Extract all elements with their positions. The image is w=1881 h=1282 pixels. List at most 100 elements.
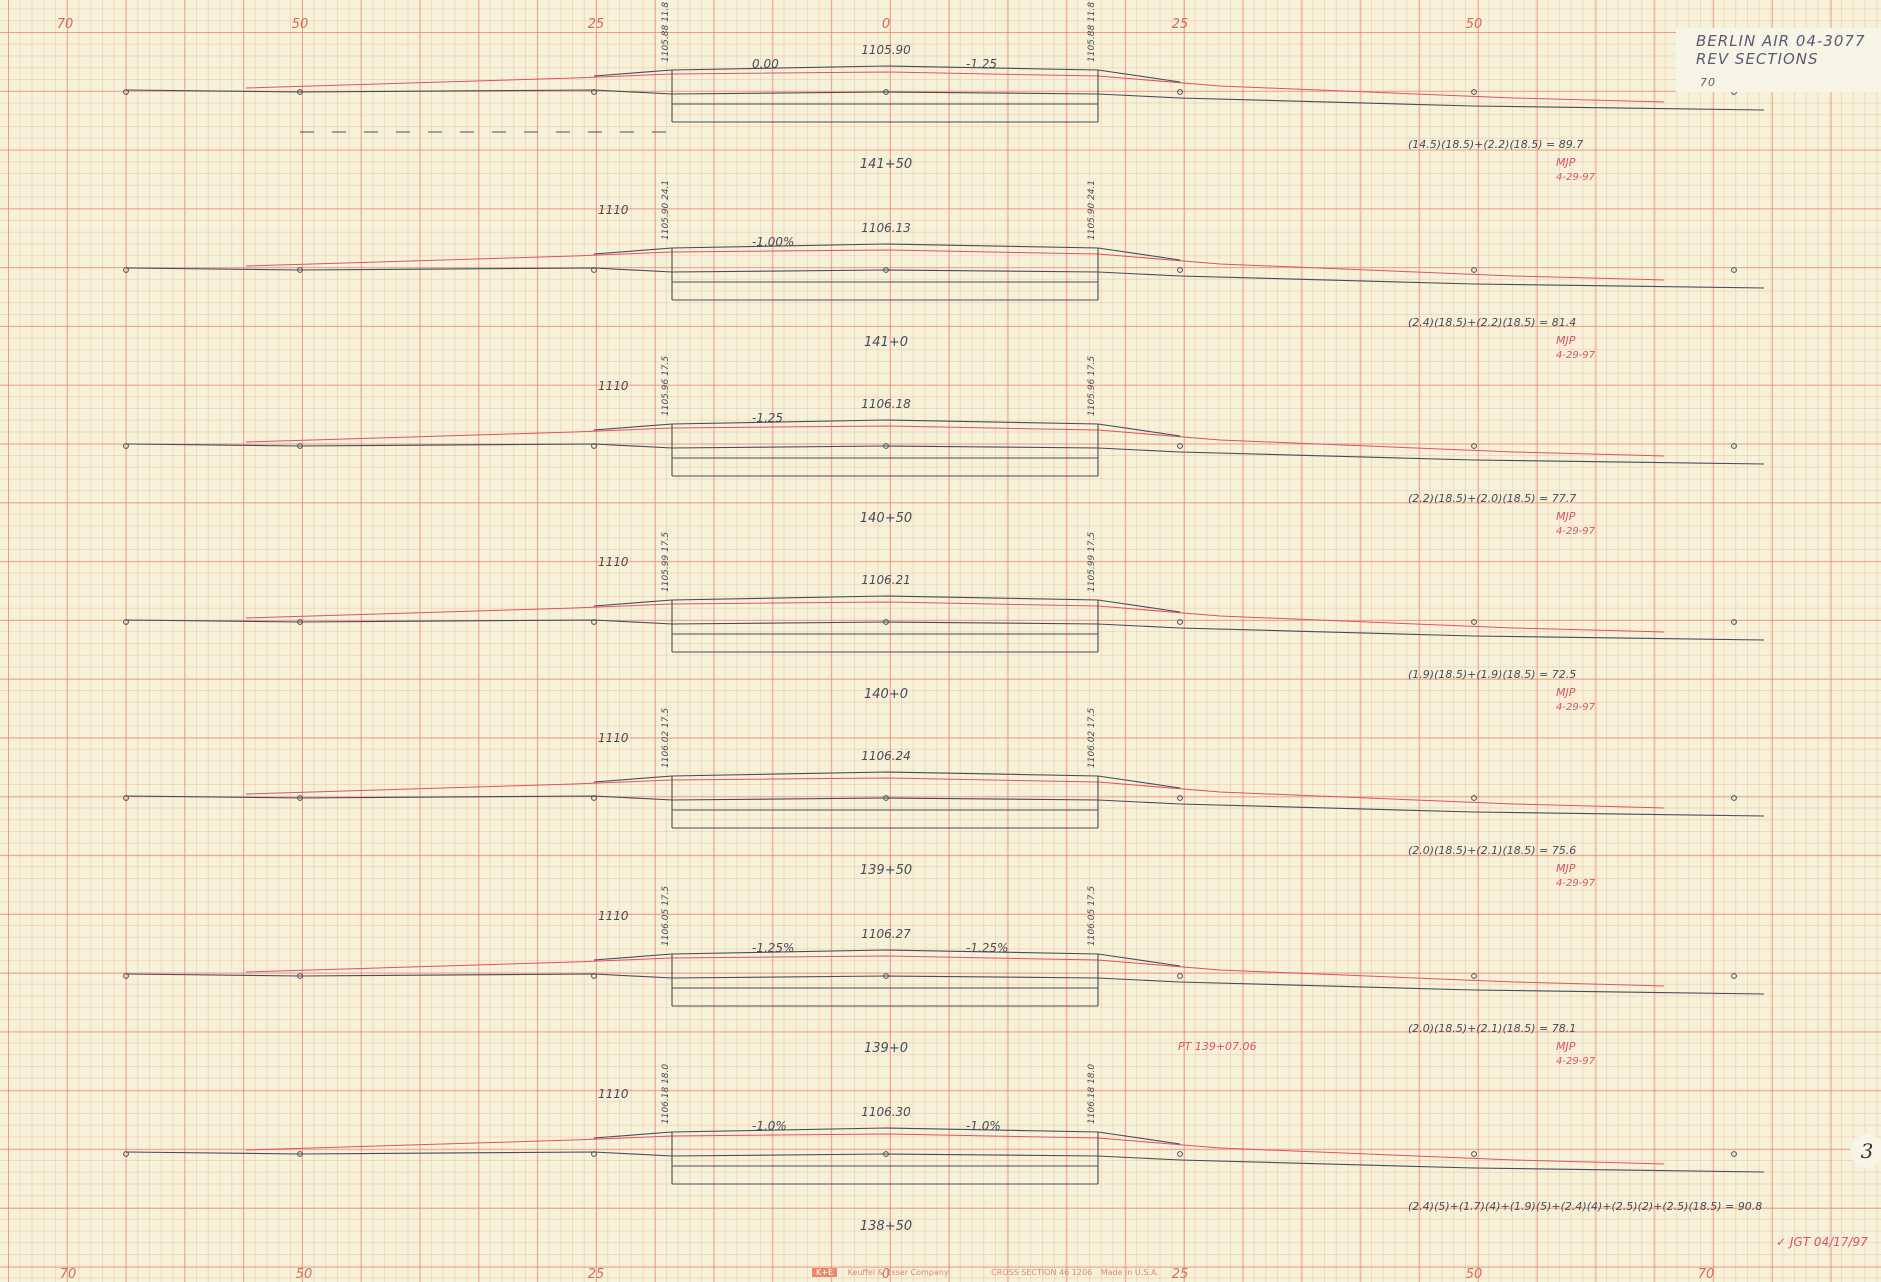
footer-brand: Keuffel & Esser Company xyxy=(847,1268,949,1277)
ke-logo: K+E xyxy=(812,1268,838,1277)
survey-point xyxy=(1731,443,1737,449)
elevation-gridline-label: 1110 xyxy=(598,379,629,393)
bottom-scale-label: 25 xyxy=(1172,1267,1189,1282)
survey-point xyxy=(1731,795,1737,801)
survey-point xyxy=(297,973,303,979)
area-calculation: (2.2)(18.5)+(2.0)(18.5) = 77.7 xyxy=(1408,492,1576,505)
centerline-elevation: 1105.90 xyxy=(861,43,911,57)
elevation-gridline-label: 1110 xyxy=(598,909,629,923)
proposed-grade-line xyxy=(245,601,1665,633)
title-scale-note: 70 xyxy=(1700,76,1716,89)
survey-point xyxy=(1177,795,1183,801)
checker-initials: MJP xyxy=(1556,156,1576,169)
cross-slope-left: -1.00% xyxy=(752,235,794,249)
footer-form: CROSS SECTION 46 1206 xyxy=(991,1268,1093,1277)
ground-line xyxy=(125,973,1765,995)
station-label: 138+50 xyxy=(860,1219,912,1234)
survey-point xyxy=(1471,89,1477,95)
station-label: 140+0 xyxy=(864,687,908,702)
elevation-gridline-label: 1110 xyxy=(598,731,629,745)
survey-point xyxy=(883,619,889,625)
pavement-top xyxy=(593,949,1181,967)
survey-point xyxy=(297,443,303,449)
survey-point xyxy=(1731,1151,1737,1157)
bottom-scale-label: 0 xyxy=(882,1267,890,1282)
centerline-elevation: 1106.27 xyxy=(861,927,911,941)
footer-made-in: Made in U.S.A. xyxy=(1100,1268,1159,1277)
survey-point xyxy=(1177,973,1183,979)
checker-initials: MJP xyxy=(1556,334,1576,347)
station-label: 141+0 xyxy=(864,335,908,350)
edge-elevation-right: 1106.02 17.5 xyxy=(1087,708,1097,768)
bottom-scale-label: 50 xyxy=(296,1267,313,1282)
station-label: 141+50 xyxy=(860,157,912,172)
edge-elevation-right: 1105.90 24.1 xyxy=(1087,180,1097,240)
centerline-elevation: 1106.24 xyxy=(861,749,911,763)
edge-elevation-left: 1105.90 24.1 xyxy=(661,180,671,240)
ground-line xyxy=(125,89,1765,111)
survey-point xyxy=(1177,619,1183,625)
survey-point xyxy=(1471,973,1477,979)
centerline-elevation: 1106.30 xyxy=(861,1105,911,1119)
cross-slope-left: -1.0% xyxy=(752,1119,787,1133)
survey-point xyxy=(591,267,597,273)
title-block xyxy=(1676,28,1881,92)
area-calculation: (2.4)(18.5)+(2.2)(18.5) = 81.4 xyxy=(1408,316,1576,329)
survey-point xyxy=(297,1151,303,1157)
survey-point xyxy=(1471,267,1477,273)
survey-point xyxy=(1177,1151,1183,1157)
survey-point xyxy=(883,443,889,449)
station-label: 139+0 xyxy=(864,1041,908,1056)
cross-slope-right: -1.0% xyxy=(966,1119,1001,1133)
ground-line xyxy=(125,443,1765,465)
edge-elevation-left: 1105.99 17.5 xyxy=(661,532,671,592)
check-date: 4-29-97 xyxy=(1556,878,1596,889)
edge-elevation-left: 1106.05 17.5 xyxy=(661,886,671,946)
check-date: 4-29-97 xyxy=(1556,702,1596,713)
survey-point xyxy=(123,973,129,979)
edge-elevation-left: 1105.88 11.8 xyxy=(661,2,671,62)
survey-point xyxy=(591,795,597,801)
top-scale-label: 50 xyxy=(292,17,309,32)
centerline-elevation: 1106.18 xyxy=(861,397,911,411)
proposed-grade-line xyxy=(245,1133,1665,1165)
survey-point xyxy=(1731,973,1737,979)
survey-point xyxy=(1471,1151,1477,1157)
station-label: 140+50 xyxy=(860,511,912,526)
survey-point xyxy=(123,795,129,801)
survey-point xyxy=(1177,267,1183,273)
bottom-scale-label: 70 xyxy=(1698,1267,1715,1282)
survey-point xyxy=(883,267,889,273)
proposed-grade-line xyxy=(245,955,1665,987)
edge-elevation-right: 1105.96 17.5 xyxy=(1087,356,1097,416)
bottom-scale-label: 70 xyxy=(60,1267,77,1282)
survey-point xyxy=(591,973,597,979)
check-date: 4-29-97 xyxy=(1556,350,1596,361)
survey-point xyxy=(591,1151,597,1157)
cross-slope-left: -1.25 xyxy=(752,411,783,425)
cross-slope-right: -1.25% xyxy=(966,941,1008,955)
paper-footer: K+E Keuffel & Esser Company CROSS SECTIO… xyxy=(812,1268,1159,1277)
pavement-top xyxy=(593,65,1181,83)
checker-initials: MJP xyxy=(1556,862,1576,875)
proposed-grade-line xyxy=(245,249,1665,281)
project-title: BERLIN AIR 04-3077 xyxy=(1696,32,1866,50)
survey-point xyxy=(123,267,129,273)
ground-line xyxy=(125,1151,1765,1173)
centerline-elevation: 1106.21 xyxy=(861,573,911,587)
survey-point xyxy=(297,89,303,95)
elevation-gridline-label: 1110 xyxy=(598,555,629,569)
section-note: PT 139+07.06 xyxy=(1178,1040,1257,1053)
edge-elevation-left: 1105.96 17.5 xyxy=(661,356,671,416)
sheet-number: 3 xyxy=(1850,1134,1881,1168)
survey-point xyxy=(123,1151,129,1157)
survey-point xyxy=(883,795,889,801)
edge-elevation-right: 1105.99 17.5 xyxy=(1087,532,1097,592)
reviewer-signoff: ✓ JGT 04/17/97 xyxy=(1776,1235,1868,1249)
elevation-gridline-label: 1110 xyxy=(598,203,629,217)
pavement-top xyxy=(593,595,1181,613)
sheet-subtitle: REV SECTIONS xyxy=(1696,50,1819,68)
survey-point xyxy=(1731,619,1737,625)
survey-point xyxy=(297,267,303,273)
